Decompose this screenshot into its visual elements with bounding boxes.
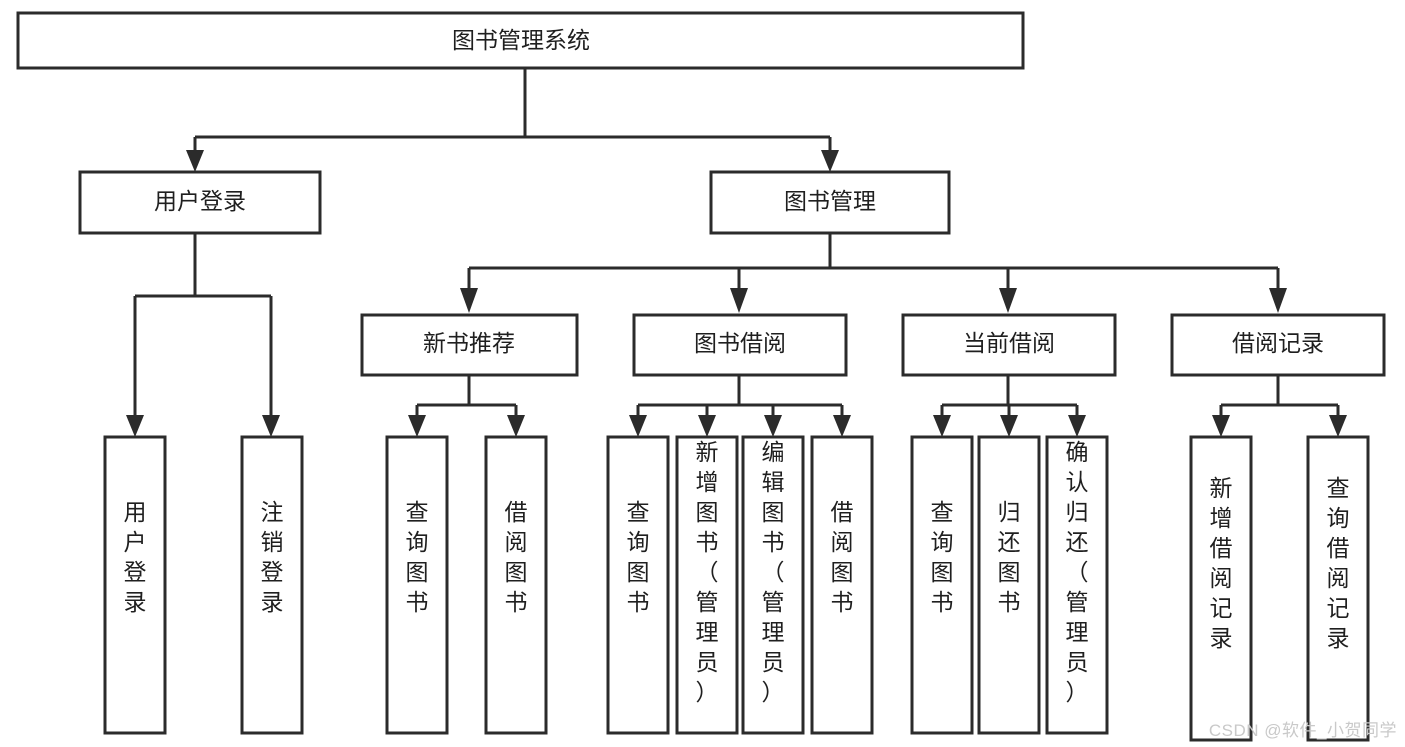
arrow-head-icon bbox=[933, 415, 951, 437]
node-label-leaf: 编辑图书（管理员） bbox=[762, 439, 785, 705]
arrow-head-icon bbox=[262, 415, 280, 437]
connector-borrow-to-leaves bbox=[629, 375, 851, 437]
arrow-head-icon bbox=[1000, 415, 1018, 437]
node-box-leaf[interactable] bbox=[385, 435, 449, 735]
arrow-head-icon bbox=[698, 415, 716, 437]
node-box-root[interactable] bbox=[16, 11, 1025, 70]
arrow-head-icon bbox=[1212, 415, 1230, 437]
arrow-head-icon bbox=[764, 415, 782, 437]
arrow-head-icon bbox=[408, 415, 426, 437]
arrow-head-icon bbox=[1068, 415, 1086, 437]
node-box-borrow-record[interactable] bbox=[1170, 313, 1386, 377]
node-label-leaf: 借阅图书 bbox=[505, 499, 528, 615]
connector-booklogin-to-leaves bbox=[126, 233, 280, 437]
node-leaf-current-borrow-3[interactable]: 确认归还（管理员） bbox=[1045, 435, 1109, 735]
connector-current-to-leaves bbox=[933, 375, 1086, 437]
node-label-leaf: 查询借阅记录 bbox=[1327, 475, 1350, 651]
node-leaf-user-login-1[interactable]: 用户登录 bbox=[103, 435, 167, 735]
node-label-leaf: 用户登录 bbox=[124, 499, 147, 615]
node-box-leaf[interactable] bbox=[1189, 435, 1253, 742]
node-label-user-login: 用户登录 bbox=[154, 188, 246, 214]
node-leaf-borrow-record-2[interactable]: 查询借阅记录 bbox=[1306, 435, 1370, 742]
node-label-current-borrow: 当前借阅 bbox=[963, 330, 1055, 356]
node-label-new-book-recommend: 新书推荐 bbox=[423, 330, 515, 356]
node-leaf-book-borrow-2[interactable]: 新增图书（管理员） bbox=[675, 435, 739, 735]
node-box-leaf[interactable] bbox=[103, 435, 167, 735]
node-label-borrow-record: 借阅记录 bbox=[1232, 330, 1324, 356]
node-box-leaf[interactable] bbox=[1306, 435, 1370, 742]
node-box-leaf[interactable] bbox=[977, 435, 1041, 735]
connector-record-to-leaves bbox=[1212, 375, 1347, 437]
node-book-borrow[interactable]: 图书借阅 bbox=[632, 313, 848, 377]
node-box-leaf[interactable] bbox=[240, 435, 304, 735]
node-box-leaf[interactable] bbox=[675, 435, 739, 735]
node-box-leaf[interactable] bbox=[1045, 435, 1109, 735]
node-label-leaf: 注销登录 bbox=[261, 499, 284, 615]
arrow-head-icon bbox=[126, 415, 144, 437]
node-box-current-borrow[interactable] bbox=[901, 313, 1117, 377]
node-leaf-user-login-2[interactable]: 注销登录 bbox=[240, 435, 304, 735]
node-box-user-login[interactable] bbox=[78, 170, 322, 235]
node-leaf-new-book-1[interactable]: 查询图书 bbox=[385, 435, 449, 735]
node-leaf-book-borrow-3[interactable]: 编辑图书（管理员） bbox=[741, 435, 805, 735]
node-leaf-borrow-record-1[interactable]: 新增借阅记录 bbox=[1189, 435, 1253, 742]
node-label-leaf: 查询图书 bbox=[931, 499, 954, 615]
node-book-management[interactable]: 图书管理 bbox=[709, 170, 951, 235]
node-leaf-new-book-2[interactable]: 借阅图书 bbox=[484, 435, 548, 735]
node-box-leaf[interactable] bbox=[910, 435, 974, 735]
node-label-leaf: 确认归还（管理员） bbox=[1066, 439, 1089, 705]
node-box-leaf[interactable] bbox=[810, 435, 874, 735]
node-box-book-borrow[interactable] bbox=[632, 313, 848, 377]
node-label-leaf: 归还图书 bbox=[998, 499, 1021, 615]
node-label-root: 图书管理系统 bbox=[452, 27, 590, 53]
node-box-new-book-recommend[interactable] bbox=[360, 313, 579, 377]
node-leaf-current-borrow-2[interactable]: 归还图书 bbox=[977, 435, 1041, 735]
node-user-login[interactable]: 用户登录 bbox=[78, 170, 322, 235]
node-borrow-record[interactable]: 借阅记录 bbox=[1170, 313, 1386, 377]
node-leaf-book-borrow-4[interactable]: 借阅图书 bbox=[810, 435, 874, 735]
connector-newbook-to-leaves bbox=[408, 375, 525, 437]
arrow-head-icon bbox=[186, 150, 204, 172]
node-label-leaf: 借阅图书 bbox=[831, 499, 854, 615]
arrow-head-icon bbox=[730, 288, 748, 313]
node-leaf-book-borrow-1[interactable]: 查询图书 bbox=[606, 435, 670, 735]
arrow-head-icon bbox=[833, 415, 851, 437]
connector-root-to-level2 bbox=[186, 68, 839, 172]
node-new-book-recommend[interactable]: 新书推荐 bbox=[360, 313, 579, 377]
arrow-head-icon bbox=[507, 415, 525, 437]
arrow-head-icon bbox=[1329, 415, 1347, 437]
node-current-borrow[interactable]: 当前借阅 bbox=[901, 313, 1117, 377]
node-box-leaf[interactable] bbox=[484, 435, 548, 735]
node-label-leaf: 新增借阅记录 bbox=[1210, 475, 1233, 651]
node-label-book-management: 图书管理 bbox=[784, 188, 876, 214]
node-label-book-borrow: 图书借阅 bbox=[694, 330, 786, 356]
node-box-leaf[interactable] bbox=[606, 435, 670, 735]
node-label-leaf: 查询图书 bbox=[406, 499, 429, 615]
arrow-head-icon bbox=[460, 288, 478, 313]
connector-bookmanage-to-level3 bbox=[460, 233, 1287, 313]
node-box-leaf[interactable] bbox=[741, 435, 805, 735]
arrow-head-icon bbox=[629, 415, 647, 437]
node-leaf-current-borrow-1[interactable]: 查询图书 bbox=[910, 435, 974, 735]
arrow-head-icon bbox=[1269, 288, 1287, 313]
node-root-system[interactable]: 图书管理系统 bbox=[16, 11, 1025, 70]
node-box-book-management[interactable] bbox=[709, 170, 951, 235]
node-label-leaf: 新增图书（管理员） bbox=[696, 439, 719, 705]
arrow-head-icon bbox=[821, 150, 839, 172]
node-label-leaf: 查询图书 bbox=[627, 499, 650, 615]
arrow-head-icon bbox=[999, 288, 1017, 313]
